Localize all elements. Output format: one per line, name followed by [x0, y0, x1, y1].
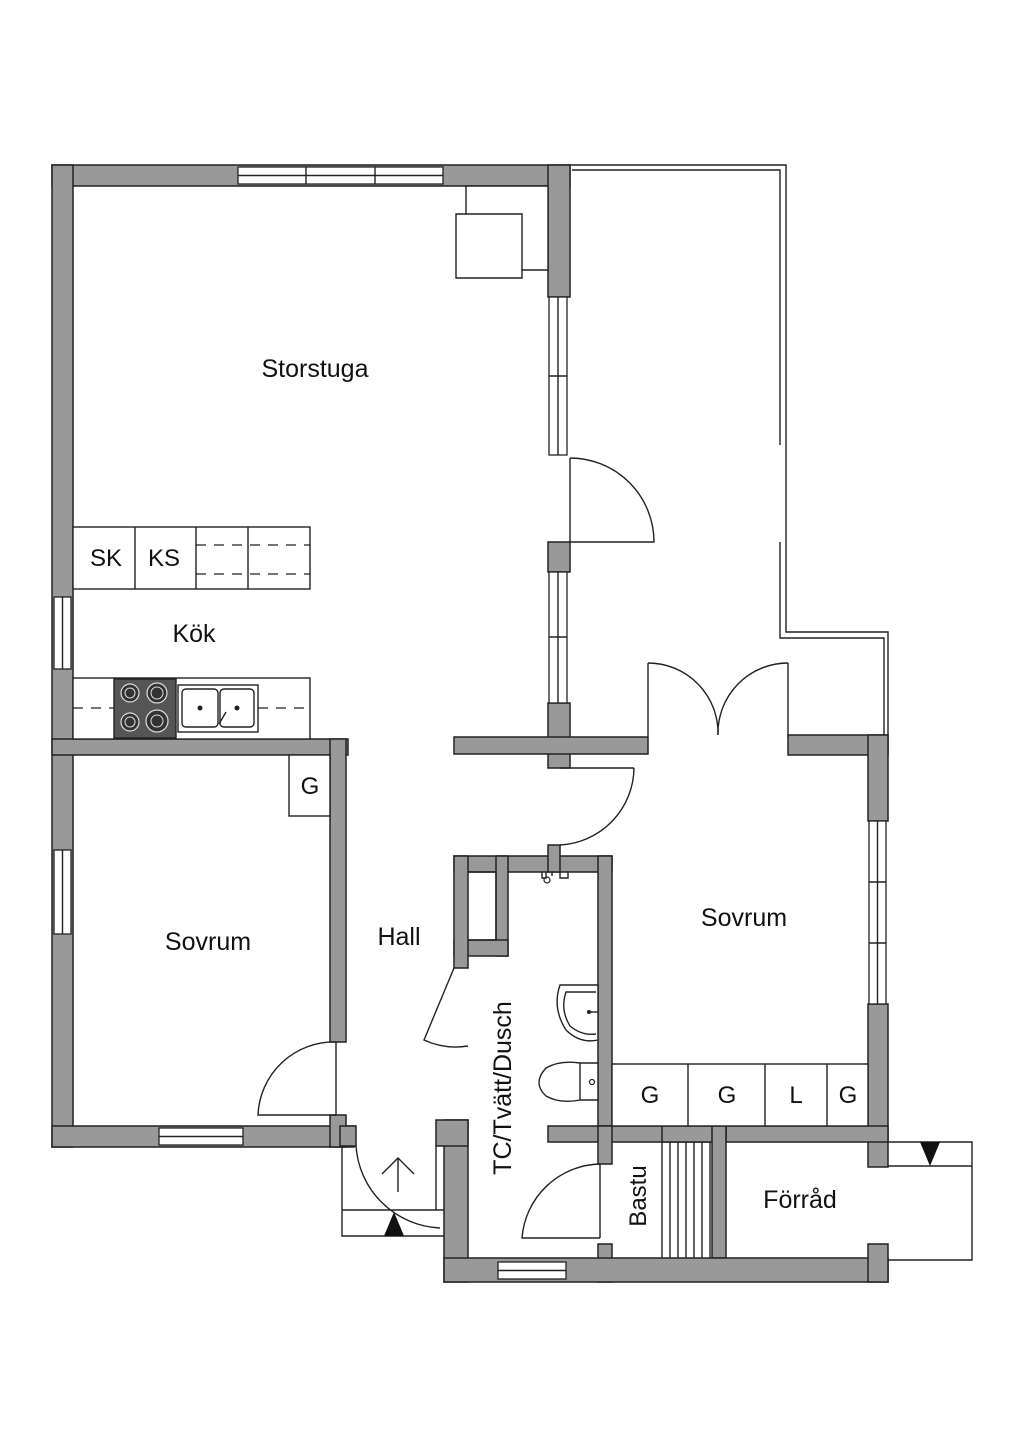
- washbasin-icon: [556, 984, 599, 1042]
- stove-icon: [113, 678, 177, 739]
- toilet-icon: [538, 1061, 599, 1103]
- entrance-step: [341, 1146, 444, 1237]
- shower-icon: [541, 872, 569, 884]
- windows: [53, 166, 887, 1280]
- wardrobes-right: [611, 1063, 869, 1127]
- room-label-sovrum-right: Sovrum: [701, 904, 787, 932]
- fixture-label-l: L: [789, 1082, 802, 1109]
- room-label-storstuga: Storstuga: [261, 355, 368, 383]
- doors: [257, 457, 789, 1239]
- room-label-kok: Kök: [172, 620, 216, 648]
- hall-closet: [468, 871, 497, 941]
- arrow-up-icon: [381, 1157, 415, 1192]
- room-label-hall: Hall: [377, 923, 420, 951]
- room-label-sovrum-left: Sovrum: [165, 928, 251, 956]
- fixture-label-g2: G: [718, 1082, 737, 1109]
- fixture-label-g1: G: [641, 1082, 660, 1109]
- room-label-forrad: Förråd: [763, 1186, 837, 1214]
- fixture-label-g3: G: [839, 1082, 858, 1109]
- fixture-label-ks: KS: [148, 545, 180, 572]
- fixture-label-sk: SK: [90, 545, 122, 572]
- sink-icon: [177, 684, 259, 733]
- labels: Storstuga Kök Hall Sovrum Sovrum TC/Tvät…: [90, 355, 857, 1227]
- storage-marker-icon: [920, 1142, 940, 1166]
- fireplace: [455, 185, 549, 279]
- room-label-bath: TC/Tvätt/Dusch: [489, 1001, 517, 1175]
- veranda-outline: [568, 164, 889, 735]
- fixture-label-g-left: G: [301, 773, 320, 800]
- room-label-bastu: Bastu: [625, 1165, 652, 1226]
- kitchen-upper-counter: [72, 526, 311, 590]
- sauna-bench: [661, 1142, 711, 1258]
- entrance-marker-icon: [384, 1212, 404, 1236]
- wardrobe-left: [288, 754, 331, 817]
